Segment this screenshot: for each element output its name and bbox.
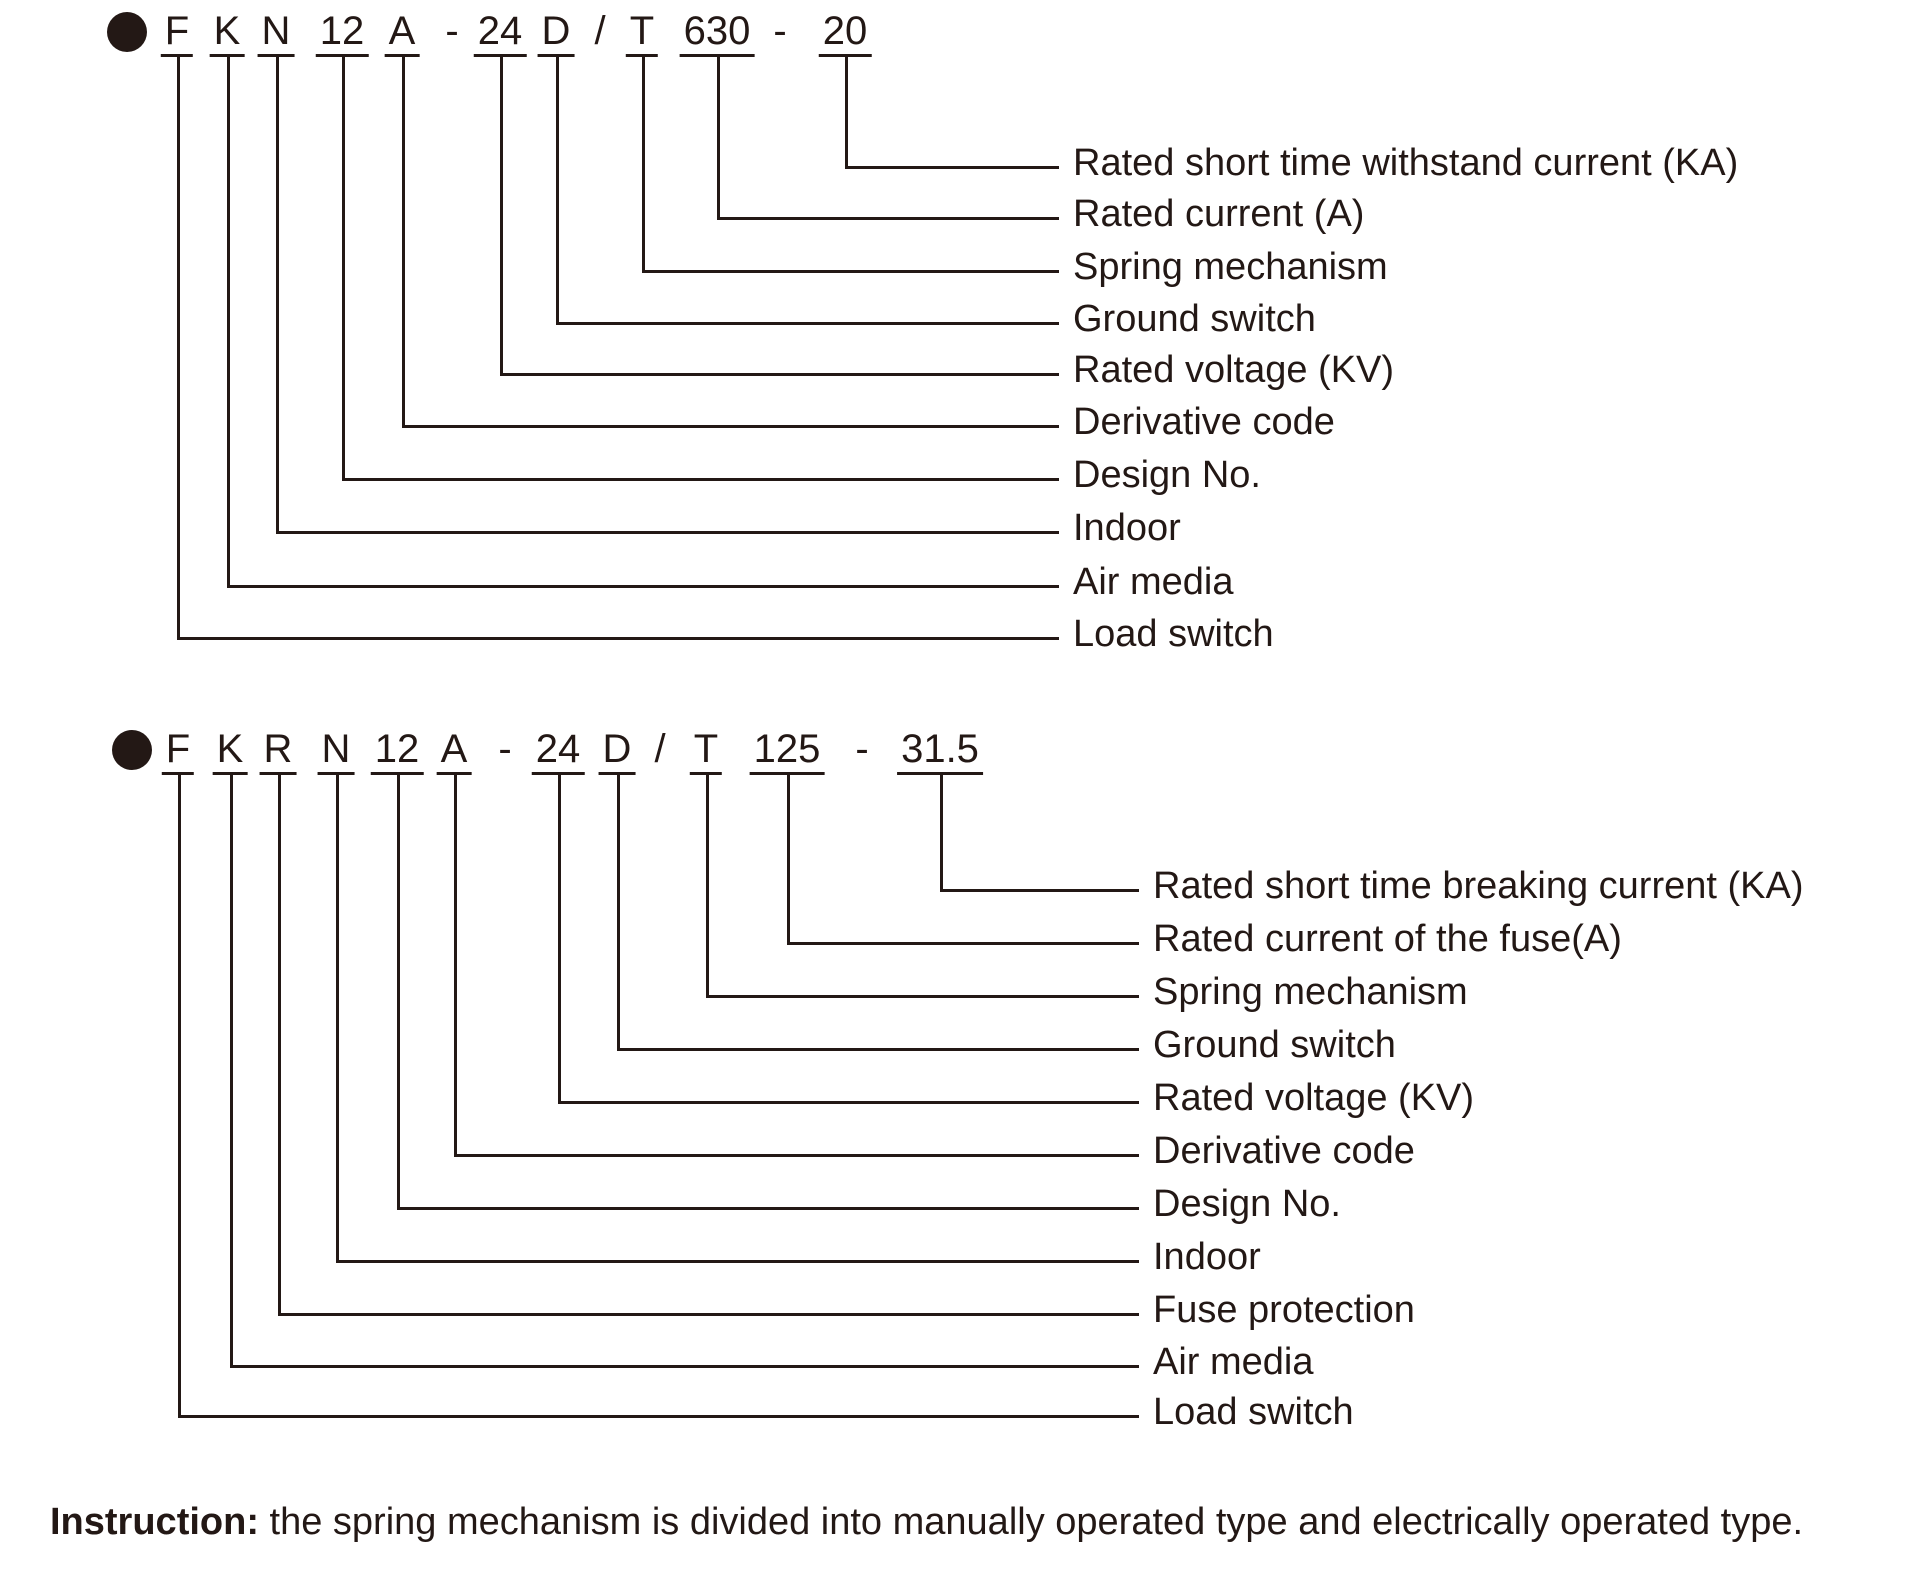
connector-line [617,773,1139,1051]
connector-line [336,773,1139,1263]
diagram-label: Load switch [1073,613,1274,655]
connector-line [706,773,1139,998]
instruction-label: Instruction: [50,1501,259,1543]
connector-line [177,55,1059,640]
diagram-label: Spring mechanism [1073,246,1388,288]
connector-line [500,55,1059,376]
connector-line [454,773,1139,1157]
diagram-label: Indoor [1153,1236,1261,1278]
diagram-label: Air media [1153,1341,1314,1383]
diagram-label: Ground switch [1073,298,1316,340]
connector-line [178,773,1139,1418]
code-token: - [445,9,459,53]
instruction-body: the spring mechanism is divided into man… [258,1501,1804,1543]
diagram-label: Derivative code [1073,401,1335,443]
connector-line [845,55,1059,169]
diagram-label: Indoor [1073,507,1181,549]
diagram-label: Derivative code [1153,1130,1415,1172]
bullet-icon [107,12,147,52]
connector-line [276,55,1059,534]
diagram-label: Ground switch [1153,1024,1396,1066]
code-token: T [689,728,723,775]
code-token: - [773,9,787,53]
connector-line [397,773,1139,1210]
connector-line [227,55,1059,588]
bullet-icon [112,730,152,770]
code-token: R [259,728,297,775]
connector-line [278,773,1139,1316]
code-token: A [436,728,472,775]
code-token: D [598,728,636,775]
diagram-label: Rated short time breaking current (KA) [1153,865,1804,907]
connector-line [940,773,1139,892]
code-token: K [209,10,245,57]
diagram-label: Rated voltage (KV) [1073,349,1395,391]
diagram-label: Fuse protection [1153,1289,1415,1331]
diagram-label: Rated voltage (KV) [1153,1077,1475,1119]
code-token: N [317,728,355,775]
code-token: 31.5 [897,728,983,775]
connector-line [558,773,1139,1104]
connector-line [230,773,1139,1368]
diagram-label: Load switch [1153,1391,1354,1433]
diagram-label: Rated short time withstand current (KA) [1073,142,1739,184]
diagram-label: Spring mechanism [1153,971,1468,1013]
code-token: 12 [370,728,424,775]
code-token: - [498,727,512,771]
code-token: K [212,728,248,775]
connector-line [787,773,1139,945]
diagram-label: Rated current of the fuse(A) [1153,918,1622,960]
code-token: / [594,9,606,53]
code-token: 24 [531,728,585,775]
code-token: - [855,727,869,771]
diagram-label: Design No. [1153,1183,1341,1225]
diagram-label: Rated current (A) [1073,193,1365,235]
code-token: / [654,727,666,771]
code-token: F [161,728,195,775]
connector-line [342,55,1059,481]
instruction-text: Instruction: the spring mechanism is div… [50,1499,1803,1545]
diagram-label: Design No. [1073,454,1261,496]
diagram-label: Air media [1073,561,1234,603]
connector-line [717,55,1059,220]
connector-line [556,55,1059,325]
code-token: 125 [749,728,825,775]
connector-line [402,55,1059,428]
connector-line [642,55,1059,273]
